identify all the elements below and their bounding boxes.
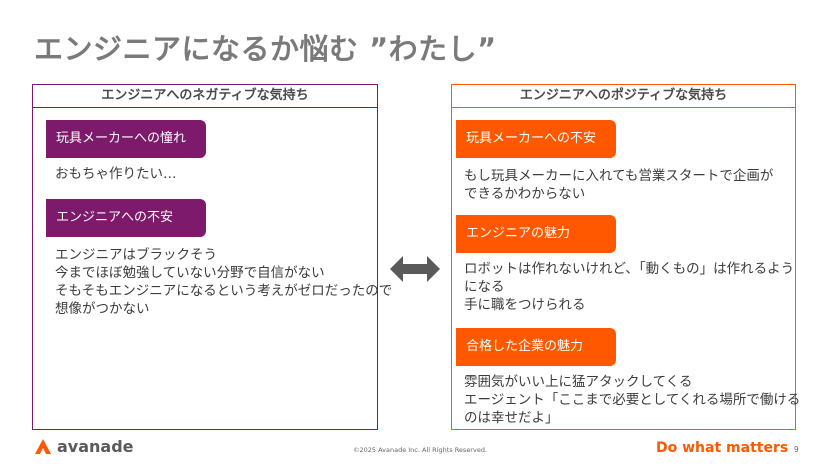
negative-panel-header: エンジニアへのネガティブな気持ち xyxy=(33,85,377,108)
copyright-text: ©2025 Avanade Inc. All Rights Reserved. xyxy=(352,446,488,454)
toy-maker-admiration-text: おもちゃ作りたい… xyxy=(55,166,177,182)
avanade-logo: avanade xyxy=(34,437,134,456)
slide-title: エンジニアになるか悩む ”わたし” xyxy=(34,32,497,66)
toy-maker-admiration-label: 玩具メーカーへの憧れ xyxy=(46,120,206,158)
tagline: Do what matters xyxy=(656,440,789,456)
engineer-appeal-label: エンジニアの魅力 xyxy=(456,215,616,253)
logo-text: avanade xyxy=(57,437,134,456)
engineer-anxiety-text: エンジニアはブラックそう 今までほぼ勉強していない分野で自信がない そもそもエン… xyxy=(55,247,393,317)
negative-feelings-panel: エンジニアへのネガティブな気持ち 玩具メーカーへの憧れ おもちゃ作りたい… エン… xyxy=(32,84,392,430)
page-number: 9 xyxy=(794,445,799,454)
company-appeal-text: 雰囲気がいい上に猛アタックしてくる エージェント「ここまで必要としてくれる場所で… xyxy=(464,374,801,426)
toy-maker-anxiety-text: もし玩具メーカーに入れても営業スタートで企画が できるかわからない xyxy=(464,168,774,202)
avanade-mark-icon xyxy=(35,438,51,454)
company-appeal-label: 合格した企業の魅力 xyxy=(456,328,616,366)
double-arrow-icon xyxy=(390,256,440,282)
toy-maker-anxiety-label: 玩具メーカーへの不安 xyxy=(456,120,616,158)
engineer-anxiety-label: エンジニアへの不安 xyxy=(46,199,206,237)
positive-feelings-panel: エンジニアへのポジティブな気持ち 玩具メーカーへの不安 もし玩具メーカーに入れて… xyxy=(451,84,800,430)
engineer-appeal-text: ロボットは作れないけれど、「動くもの」は作れるよう になる 手に職をつけられる xyxy=(464,261,795,313)
positive-panel-header: エンジニアへのポジティブな気持ち xyxy=(452,85,795,108)
